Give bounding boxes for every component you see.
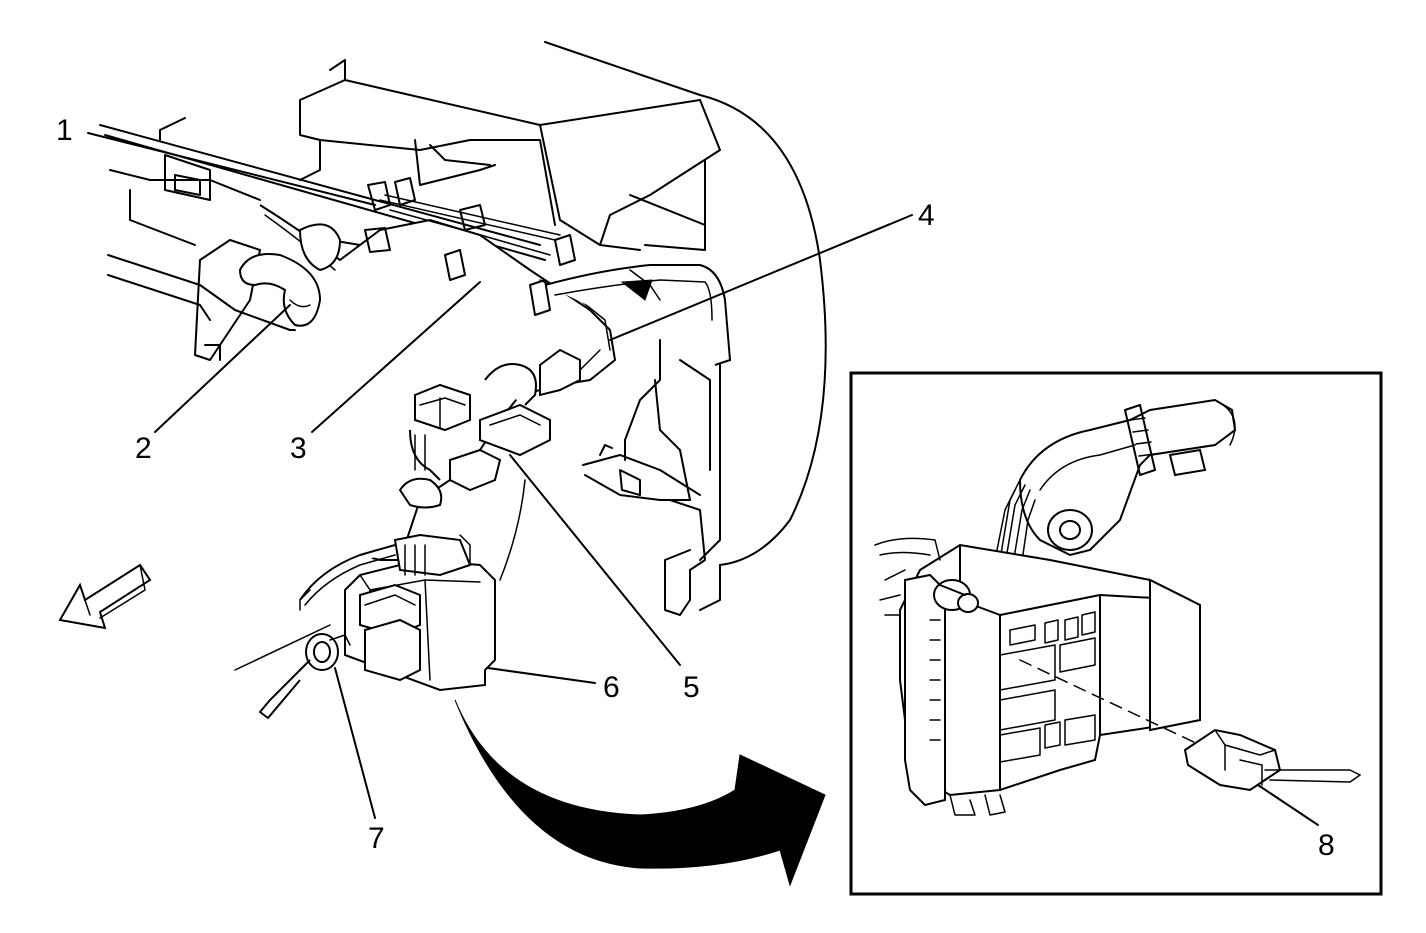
detail-view-arrow: [454, 699, 826, 887]
connector-cluster: [398, 348, 581, 509]
control-module: [344, 479, 526, 692]
leader-line-3: [311, 281, 481, 433]
leader-lines: [87, 132, 1319, 826]
callout-3: 3: [290, 432, 307, 465]
main-wiring-harness: [238, 177, 732, 561]
leader-line-1: [87, 132, 376, 206]
callout-8: 8: [1318, 829, 1335, 862]
callout-1: 1: [56, 114, 73, 147]
detail-inset: [849, 371, 1383, 896]
leader-line-8: [1257, 784, 1319, 826]
grommet-and-wire: [234, 544, 396, 720]
callout-7: 7: [368, 822, 385, 855]
harness-clip: [364, 177, 576, 316]
callout-5: 5: [683, 671, 700, 704]
leader-line-2: [154, 304, 291, 433]
callout-4: 4: [918, 199, 935, 232]
callout-6: 6: [603, 671, 620, 704]
leader-line-6: [487, 667, 596, 684]
callout-2: 2: [135, 432, 152, 465]
direction-arrow-icon: [58, 563, 152, 630]
leader-line-5: [509, 454, 681, 666]
callout-labels: 1 2 3 4 5 6 7 8: [56, 114, 1335, 862]
leader-line-4: [609, 214, 913, 341]
leader-line-7: [334, 667, 376, 819]
